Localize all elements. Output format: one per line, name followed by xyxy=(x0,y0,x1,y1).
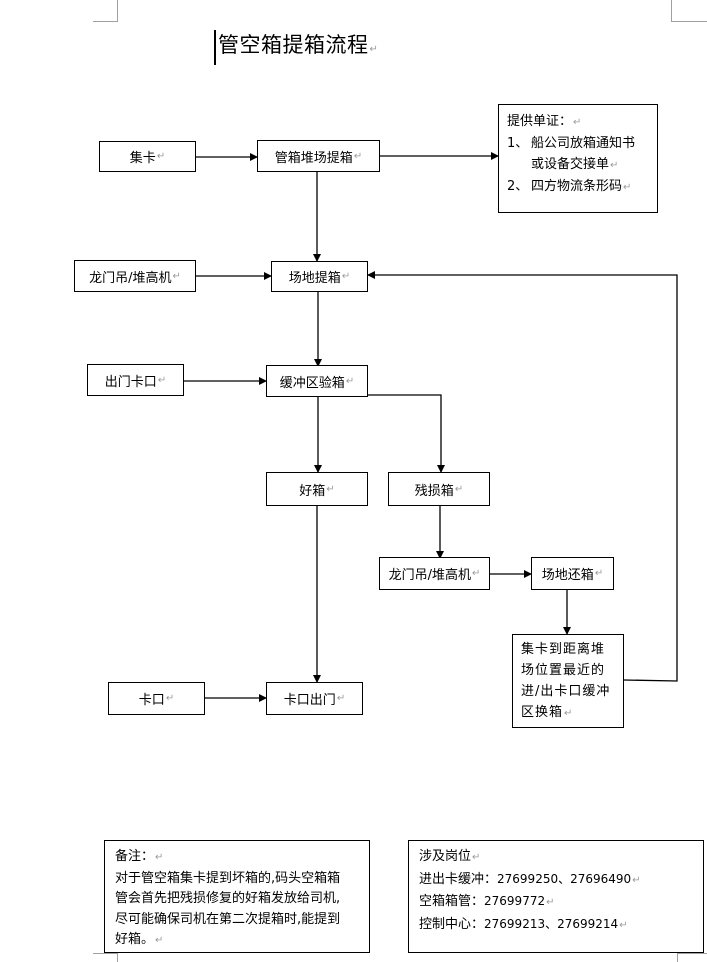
contact-row: 进出卡缓冲：27699250、27696490↵ xyxy=(419,869,693,892)
swap-text-line: 场位置最近的 xyxy=(521,663,606,678)
node-yard-return[interactable]: 场地还箱↵ xyxy=(531,557,614,590)
contact-phone: 27699250、27696490 xyxy=(497,871,632,886)
contact-row: 控制中心：27699213、27699214↵ xyxy=(419,914,693,937)
node-label: 管箱堆场提箱 xyxy=(274,150,353,166)
node-gate-exit[interactable]: 卡口出门↵ xyxy=(266,682,363,715)
notes-heading: 备注： xyxy=(115,849,155,864)
paragraph-mark-icon: ↵ xyxy=(619,919,628,931)
contact-phone: 27699772 xyxy=(484,894,546,908)
contact-label: 控制中心： xyxy=(419,916,485,932)
node-yard-pickup-mgmt[interactable]: 管箱堆场提箱↵ xyxy=(257,140,380,172)
contacts-box[interactable]: 涉及岗位↵ 进出卡缓冲：27699250、27696490↵ 空箱箱管：2769… xyxy=(408,840,704,953)
node-label: 好箱 xyxy=(299,483,326,499)
notes-box[interactable]: 备注：↵ 对于管空箱集卡提到坏箱的,码头空箱箱 管会首先把残损修复的好箱发放给司… xyxy=(104,840,370,953)
swap-text-line: 区换箱 xyxy=(521,705,564,720)
node-yard-pickup[interactable]: 场地提箱↵ xyxy=(271,261,368,292)
paragraph-mark-icon: ↵ xyxy=(632,874,641,886)
node-truck[interactable]: 集卡↵ xyxy=(99,141,196,172)
list-number: 2、 xyxy=(507,179,529,194)
notes-text-line: 尽可能确保司机在第二次提箱时,能提到 xyxy=(115,911,341,927)
paragraph-mark-icon: ↵ xyxy=(472,852,481,863)
paragraph-mark-icon: ↵ xyxy=(564,708,574,719)
node-label: 缓冲区验箱 xyxy=(279,375,345,391)
contact-label: 空箱箱管： xyxy=(419,894,485,909)
arrow-swap-back-to-yard-pickup xyxy=(367,271,678,682)
node-gate[interactable]: 卡口↵ xyxy=(108,682,205,715)
node-crane-1[interactable]: 龙门吊/堆高机↵ xyxy=(74,260,196,292)
contact-phone: 27699213、27699214 xyxy=(484,916,619,931)
paragraph-mark-icon: ↵ xyxy=(326,483,335,495)
contacts-heading: 涉及岗位 xyxy=(419,849,472,864)
node-label: 残损箱 xyxy=(414,483,454,499)
notes-text-line: 管会首先把残损修复的好箱发放给司机, xyxy=(115,891,341,906)
node-swap-box[interactable]: 集卡到距离堆 场位置最近的 进/出卡口缓冲 区换箱↵ xyxy=(512,634,624,728)
documents-heading: 提供单证： xyxy=(507,114,573,129)
node-label: 场地还箱 xyxy=(541,568,594,583)
paragraph-mark-icon: ↵ xyxy=(546,897,555,908)
node-good-box[interactable]: 好箱↵ xyxy=(266,472,368,506)
node-label: 场地提箱 xyxy=(288,271,341,286)
paragraph-mark-icon: ↵ xyxy=(454,483,464,495)
title-text: 管空箱提箱流程 xyxy=(218,33,369,57)
node-label: 卡口 xyxy=(138,693,165,708)
documents-item: 四方物流条形码 xyxy=(531,179,623,194)
swap-text-line: 进/出卡口缓冲 xyxy=(521,684,611,699)
notes-text-line: 对于管空箱集卡提到坏箱的,码头空箱箱 xyxy=(115,870,341,886)
paragraph-mark-icon: ↵ xyxy=(573,117,582,128)
documents-item: 或设备交接单 xyxy=(531,157,610,172)
contact-label: 进出卡缓冲： xyxy=(419,871,498,887)
paragraph-mark-icon: ↵ xyxy=(345,375,355,387)
arrow-to-damaged-box xyxy=(368,394,445,473)
page-corner-mark-bottom-right xyxy=(677,953,707,962)
paragraph-mark-icon: ↵ xyxy=(594,568,604,579)
paragraph-mark-icon: ↵ xyxy=(623,182,632,193)
node-label: 出门卡口 xyxy=(104,374,157,390)
contact-row: 空箱箱管：27699772↵ xyxy=(419,891,693,914)
paragraph-mark-icon: ↵ xyxy=(155,935,164,946)
paragraph-mark-icon: ↵ xyxy=(353,150,363,162)
paragraph-mark-icon: ↵ xyxy=(172,270,181,282)
node-crane-2[interactable]: 龙门吊/堆高机↵ xyxy=(379,557,490,590)
node-label: 集卡 xyxy=(129,151,156,166)
node-buffer-inspect[interactable]: 缓冲区验箱↵ xyxy=(266,365,368,397)
paragraph-mark-icon: ↵ xyxy=(155,852,164,863)
notes-text-line: 好箱。 xyxy=(115,932,155,947)
node-label: 卡口出门 xyxy=(283,693,336,708)
node-exit-gate[interactable]: 出门卡口↵ xyxy=(87,364,184,396)
page-corner-mark-top-left xyxy=(93,0,118,22)
paragraph-mark-icon: ↵ xyxy=(336,693,346,704)
paragraph-mark-icon: ↵ xyxy=(156,151,166,162)
paragraph-mark-icon: ↵ xyxy=(341,271,351,282)
paragraph-mark-icon: ↵ xyxy=(157,374,167,386)
documents-item: 船公司放箱通知书 xyxy=(531,136,636,151)
node-label: 龙门吊/堆高机 xyxy=(89,270,172,286)
node-label: 龙门吊/堆高机 xyxy=(388,568,471,583)
swap-text-line: 集卡到距离堆 xyxy=(521,642,606,657)
node-documents[interactable]: 提供单证：↵ 1、船公司放箱通知书 或设备交接单↵ 2、四方物流条形码↵ xyxy=(498,104,658,213)
document-title[interactable]: 管空箱提箱流程↵ xyxy=(214,30,378,65)
paragraph-mark-icon: ↵ xyxy=(472,568,481,579)
list-number: 1、 xyxy=(507,136,529,151)
paragraph-mark-icon: ↵ xyxy=(369,44,379,55)
page-corner-mark-bottom-left xyxy=(93,953,118,962)
paragraph-mark-icon: ↵ xyxy=(165,693,175,704)
paragraph-mark-icon: ↵ xyxy=(610,160,619,171)
page-corner-mark-top-right xyxy=(671,0,707,22)
node-damaged-box[interactable]: 残损箱↵ xyxy=(388,472,490,506)
